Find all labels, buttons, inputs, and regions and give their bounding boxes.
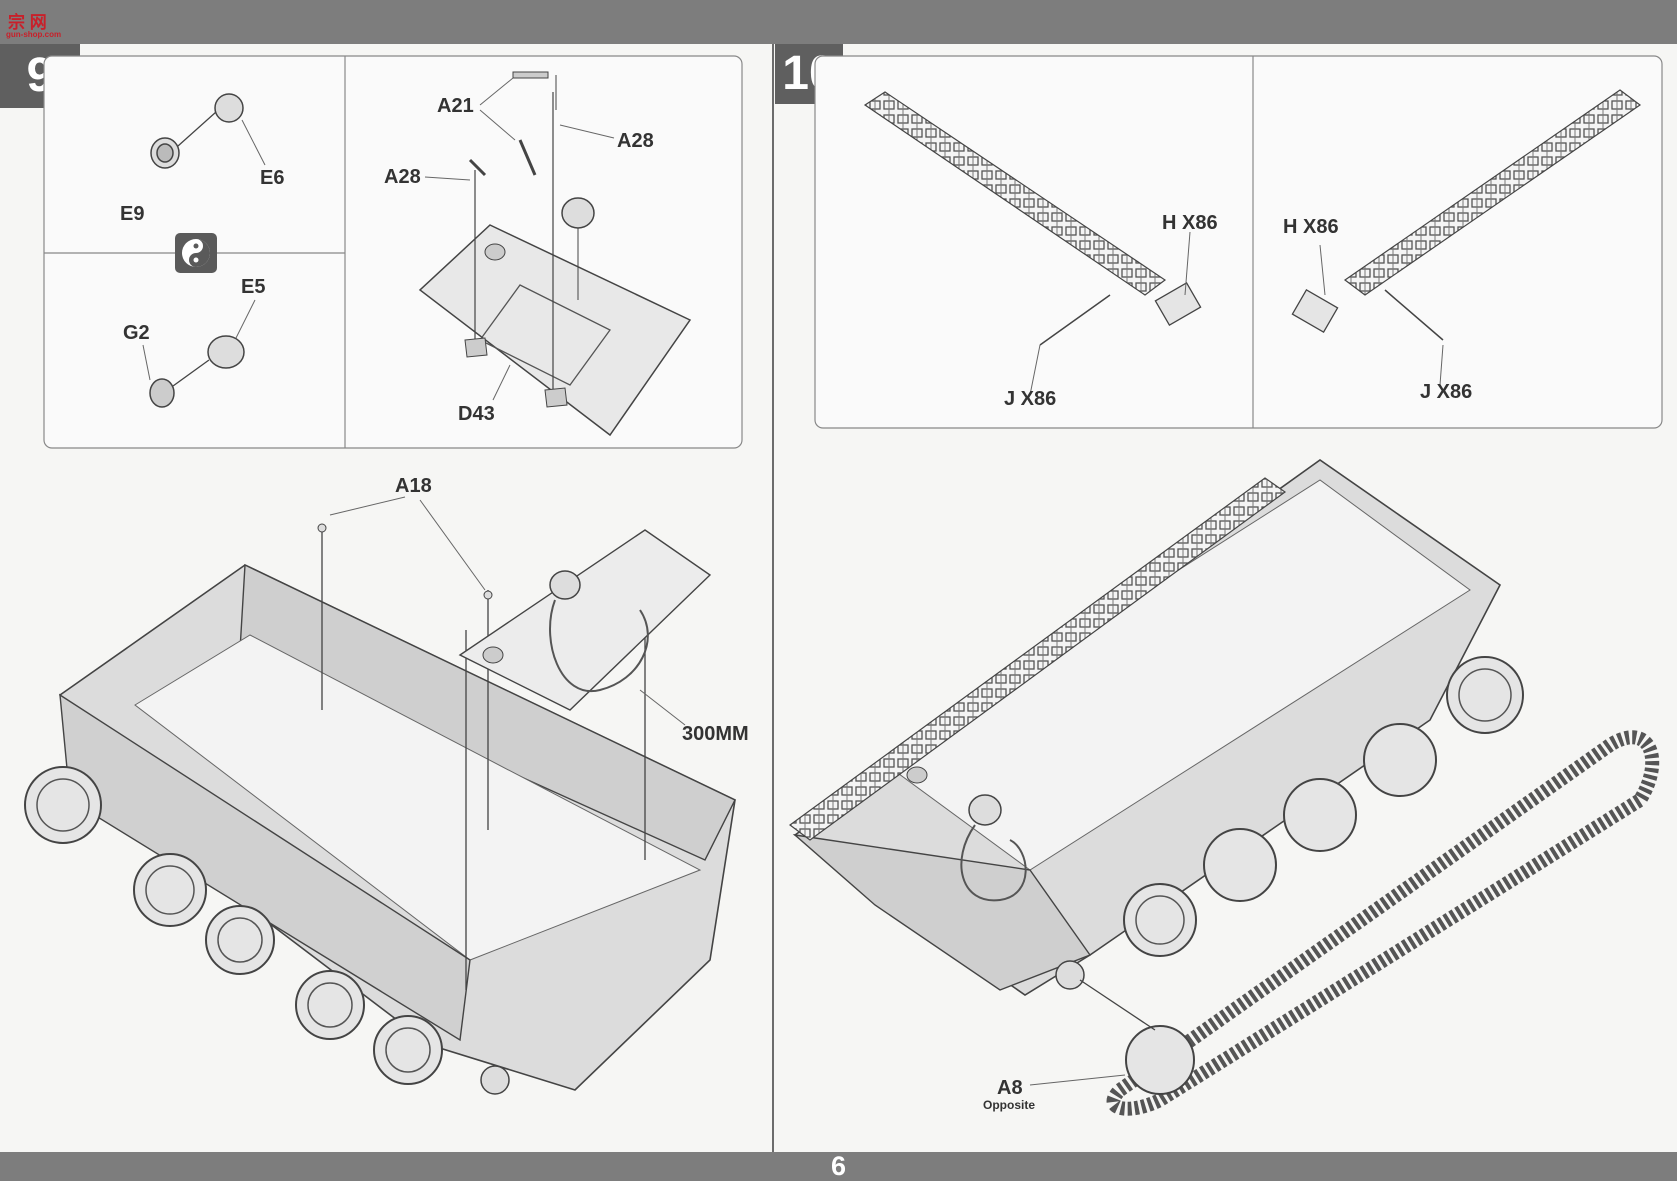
label-j-x86-left: J X86 [1004, 388, 1057, 410]
label-a21: A21 [437, 95, 474, 117]
headlight-e6-e9 [150, 93, 266, 169]
label-e5: E5 [241, 276, 266, 298]
label-e9: E9 [120, 203, 145, 225]
bottom-bar [0, 1152, 1677, 1181]
watermark-text: 宗 网 [8, 13, 47, 32]
label-a28-right: A28 [617, 130, 654, 152]
label-300mm: 300MM [682, 723, 749, 745]
label-a8: A8 [997, 1077, 1023, 1099]
label-d43: D43 [458, 403, 495, 425]
label-a18: A18 [395, 475, 432, 497]
hull-step-9 [24, 496, 736, 1095]
page-divider [772, 44, 774, 1152]
watermark-sub: gun-shop.com [6, 30, 62, 39]
label-g2: G2 [123, 322, 150, 344]
yin-yang-icon [175, 233, 217, 273]
hull-step-10 [788, 459, 1660, 1116]
label-h-x86-left: H X86 [1162, 212, 1218, 234]
label-j-x86-right: J X86 [1420, 381, 1473, 403]
label-h-x86-right: H X86 [1283, 216, 1339, 238]
label-a28-left: A28 [384, 166, 421, 188]
label-opposite: Opposite [983, 1098, 1036, 1112]
plate-d43 [418, 71, 692, 437]
top-bar [0, 0, 1677, 44]
step-10-detail-panels [814, 55, 1663, 429]
track-detail-left [863, 91, 1202, 396]
track-detail-right [1291, 89, 1642, 386]
page-number: 6 [830, 1151, 847, 1181]
label-e6: E6 [260, 167, 285, 189]
headlight-e5-g2 [142, 299, 256, 408]
